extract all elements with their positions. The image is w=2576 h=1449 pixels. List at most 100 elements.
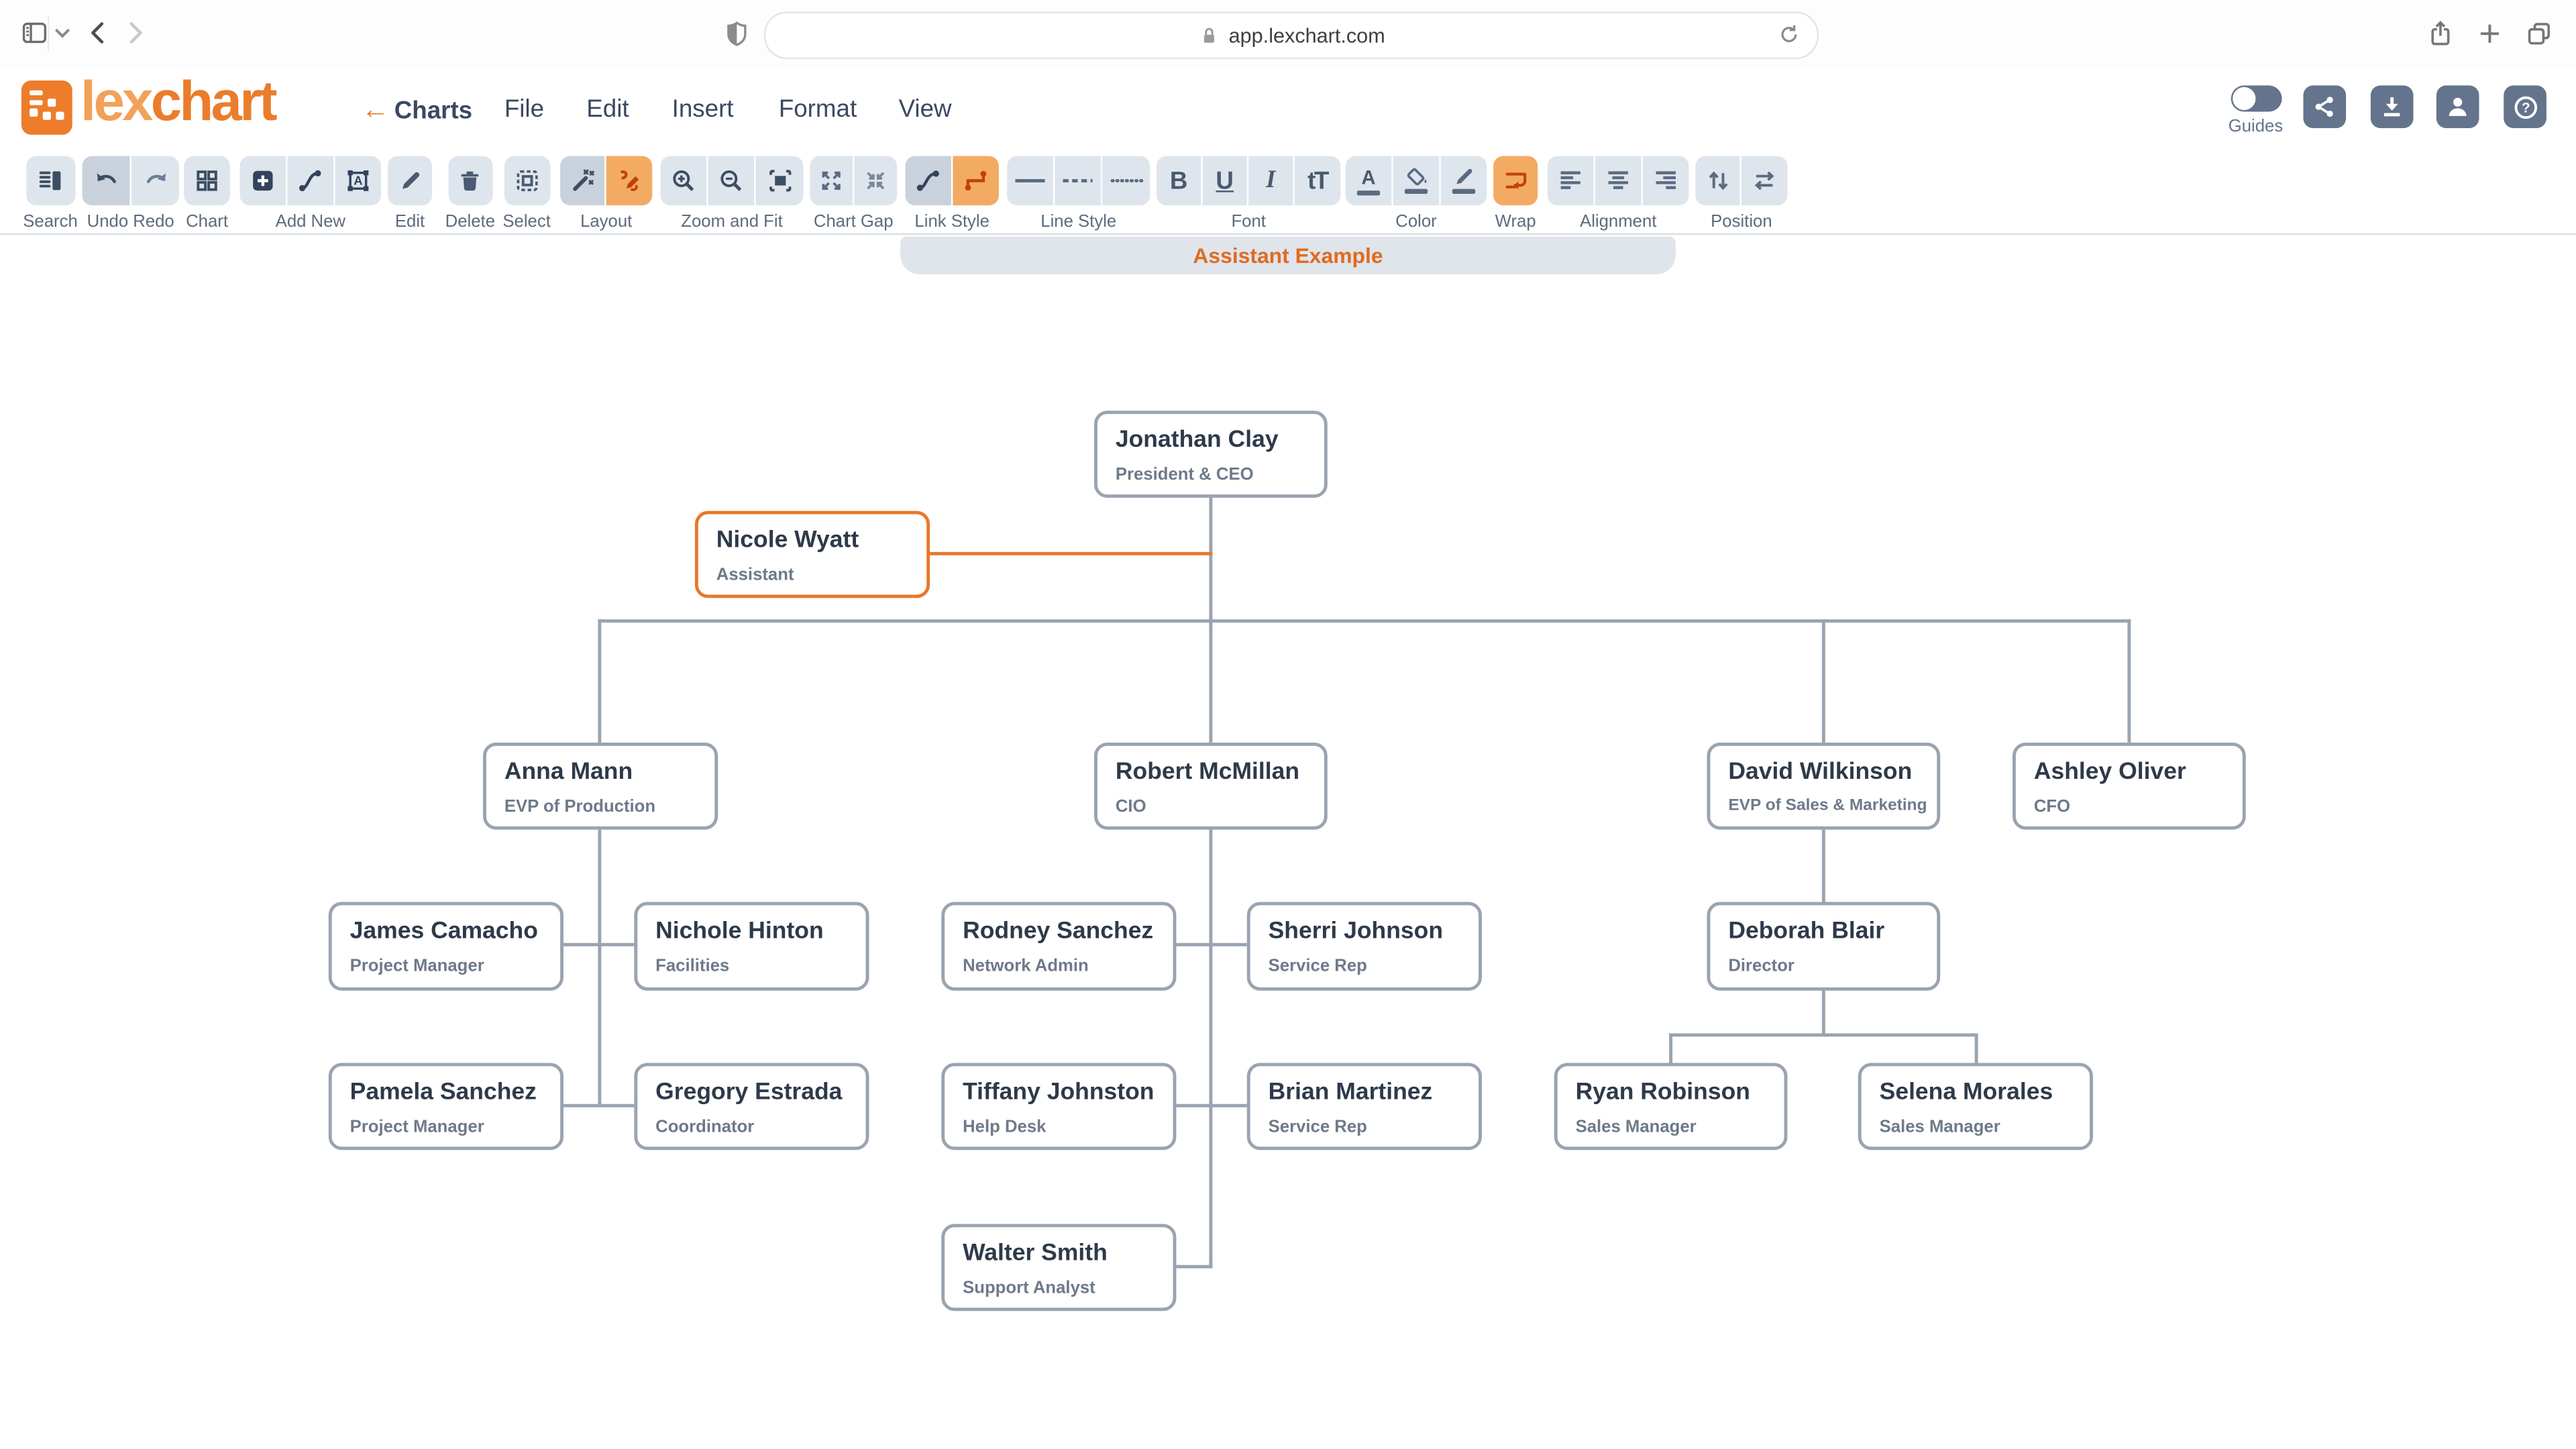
org-node-nichole-hinton[interactable]: Nichole Hinton Facilities: [634, 902, 869, 991]
line-color-icon: [1452, 168, 1477, 194]
person-icon: [2449, 97, 2467, 116]
toolbar-group-layout: Layout: [560, 156, 653, 232]
line-dotted-button[interactable]: [1102, 156, 1150, 206]
shield-icon[interactable]: [723, 19, 751, 48]
menu-insert[interactable]: Insert: [672, 95, 734, 123]
forward-icon[interactable]: [121, 19, 148, 46]
gap-increase-button[interactable]: [810, 156, 853, 206]
pencil-icon: [401, 172, 419, 189]
undo-button[interactable]: [82, 156, 130, 206]
redo-button[interactable]: [131, 156, 179, 206]
layout-auto-button[interactable]: [606, 156, 653, 206]
node-title: Sales Manager: [1879, 1117, 2000, 1137]
font-size-button[interactable]: tT: [1294, 156, 1341, 206]
org-node-nicole-wyatt[interactable]: Nicole Wyatt Assistant: [694, 511, 930, 598]
italic-icon: I: [1266, 166, 1276, 193]
select-button[interactable]: [503, 156, 550, 206]
org-node-robert-mcmillan[interactable]: Robert McMillan CIO: [1094, 742, 1328, 830]
help-button[interactable]: ?: [2504, 85, 2546, 129]
group-label: Layout: [580, 211, 633, 232]
align-center-button[interactable]: [1595, 156, 1642, 206]
connector-line: [1176, 1265, 1213, 1269]
tabs-icon[interactable]: [2525, 19, 2553, 48]
line-dashed-button[interactable]: [1055, 156, 1101, 206]
link-style-elbow-button[interactable]: [953, 156, 999, 206]
search-button[interactable]: [25, 156, 75, 206]
group-label: Link Style: [914, 211, 989, 232]
share-icon[interactable]: [2426, 19, 2455, 48]
download-button[interactable]: [2370, 85, 2414, 129]
menu-edit[interactable]: Edit: [586, 95, 629, 123]
zoom-in-button[interactable]: [660, 156, 707, 206]
lexchart-logo-text[interactable]: lexchart: [80, 70, 278, 135]
toolbar-group-font: B U I tT Font: [1157, 156, 1341, 231]
chart-button[interactable]: [184, 156, 230, 206]
org-node-sherri-johnson[interactable]: Sherri Johnson Service Rep: [1246, 902, 1482, 991]
line-color-button[interactable]: [1440, 156, 1487, 206]
account-button[interactable]: [2436, 85, 2479, 129]
delete-button[interactable]: [447, 156, 492, 206]
sidebar-icon[interactable]: [21, 19, 48, 46]
text-color-button[interactable]: A: [1345, 156, 1392, 206]
org-node-rodney-sanchez[interactable]: Rodney Sanchez Network Admin: [941, 902, 1177, 991]
org-node-brian-martinez[interactable]: Brian Martinez Service Rep: [1246, 1063, 1482, 1150]
underline-button[interactable]: U: [1202, 156, 1247, 206]
add-text-button[interactable]: A: [335, 156, 382, 206]
menu-format[interactable]: Format: [778, 95, 857, 123]
lock-icon: [1203, 27, 1214, 42]
chart-title-bar[interactable]: Assistant Example: [900, 236, 1676, 274]
org-node-ashley-oliver[interactable]: Ashley Oliver CFO: [2012, 742, 2246, 830]
gap-decrease-button[interactable]: [854, 156, 898, 206]
menu-file[interactable]: File: [504, 95, 545, 123]
add-node-button[interactable]: [239, 156, 286, 206]
org-node-pamela-sanchez[interactable]: Pamela Sanchez Project Manager: [328, 1063, 564, 1150]
org-node-david-wilkinson[interactable]: David Wilkinson EVP of Sales & Marketing: [1707, 742, 1941, 830]
chevron-down-icon[interactable]: [54, 28, 70, 40]
align-right-button[interactable]: [1642, 156, 1689, 206]
node-title: Service Rep: [1268, 1117, 1367, 1137]
node-name: Pamela Sanchez: [350, 1079, 537, 1106]
url-text: app.lexchart.com: [1228, 23, 1385, 47]
org-node-walter-smith[interactable]: Walter Smith Support Analyst: [941, 1224, 1177, 1311]
share-chart-button[interactable]: [2303, 85, 2347, 129]
org-node-jonathan-clay[interactable]: Jonathan Clay President & CEO: [1094, 411, 1328, 498]
layout-manual-button[interactable]: [560, 156, 605, 206]
move-vertical-icon: [1708, 171, 1727, 191]
toolbar-group-add-new: A Add New: [239, 156, 382, 231]
url-bar[interactable]: app.lexchart.com: [763, 11, 1819, 60]
zoom-out-button[interactable]: [708, 156, 755, 206]
org-node-selena-morales[interactable]: Selena Morales Sales Manager: [1858, 1063, 2094, 1150]
org-node-tiffany-johnston[interactable]: Tiffany Johnston Help Desk: [941, 1063, 1177, 1150]
org-node-gregory-estrada[interactable]: Gregory Estrada Coordinator: [634, 1063, 869, 1150]
node-title: CFO: [2033, 796, 2071, 817]
org-node-ryan-robinson[interactable]: Ryan Robinson Sales Manager: [1554, 1063, 1788, 1150]
position-horizontal-button[interactable]: [1741, 156, 1788, 206]
new-tab-icon[interactable]: [2476, 19, 2504, 48]
back-to-charts[interactable]: ←Charts: [362, 94, 472, 127]
fill-color-button[interactable]: [1393, 156, 1440, 206]
add-link-button[interactable]: [287, 156, 334, 206]
wrap-button[interactable]: [1493, 156, 1538, 206]
guides-label: Guides: [2228, 116, 2284, 137]
back-icon[interactable]: [85, 19, 111, 46]
lexchart-logo-mark[interactable]: [21, 80, 72, 135]
org-node-anna-mann[interactable]: Anna Mann EVP of Production: [483, 742, 718, 830]
download-icon: [2383, 97, 2400, 117]
align-left-button[interactable]: [1547, 156, 1594, 206]
italic-button[interactable]: I: [1248, 156, 1293, 206]
fit-screen-button[interactable]: [755, 156, 804, 206]
position-vertical-button[interactable]: [1695, 156, 1740, 206]
guides-toggle[interactable]: [2230, 85, 2282, 112]
org-node-deborah-blair[interactable]: Deborah Blair Director: [1707, 902, 1941, 991]
bold-button[interactable]: B: [1157, 156, 1201, 206]
connector-line: [598, 619, 2131, 623]
reload-icon[interactable]: [1778, 23, 1801, 46]
line-solid-button[interactable]: [1007, 156, 1053, 206]
group-label: Line Style: [1040, 211, 1117, 232]
org-node-james-camacho[interactable]: James Camacho Project Manager: [328, 902, 564, 991]
edit-button[interactable]: [387, 156, 433, 206]
fill-color-icon: [1404, 168, 1429, 194]
connector-line: [598, 619, 602, 743]
menu-view[interactable]: View: [898, 95, 952, 123]
link-style-curve-button[interactable]: [905, 156, 951, 206]
